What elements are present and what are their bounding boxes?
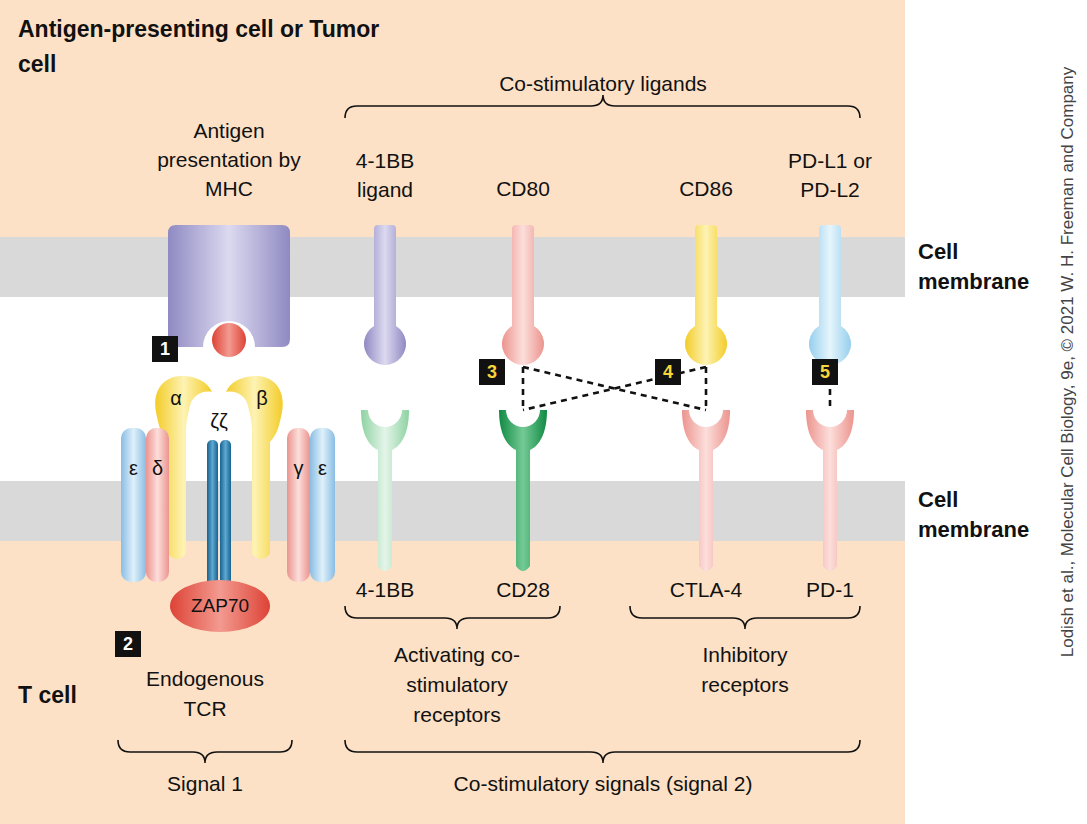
kinase-label: ZAP70 <box>170 593 270 619</box>
kinase-ellipse: ZAP70 <box>170 580 270 632</box>
kinase-shape <box>170 580 270 632</box>
receptor-molecule-outline <box>360 410 410 574</box>
cell-title: Antigen-presenting cell or Tumor cell <box>18 12 393 82</box>
receptor-molecule: CTLA-4 <box>681 410 731 574</box>
callout-number: 1 <box>152 336 178 362</box>
ligand-molecule: CD86 <box>684 225 728 367</box>
cd3-chain: γ <box>287 428 310 582</box>
chain-label: α <box>164 386 188 410</box>
cell-region: Antigen-presenting cell or Tumor cell <box>0 0 905 237</box>
molecule-label: Antigen presentation by MHC <box>154 116 304 203</box>
group-label: Inhibitory receptors <box>685 640 805 700</box>
chain-shape <box>146 428 169 582</box>
ligand-molecule-outline <box>684 225 728 367</box>
molecule-label: PD-L1 or PD-L2 <box>770 146 890 204</box>
chain-label: δ <box>146 456 169 480</box>
peptide-circle <box>212 323 246 357</box>
ligand-molecule: 4-1BB ligand <box>363 225 407 367</box>
callout-number: 2 <box>115 631 141 657</box>
curly-bracket <box>345 95 860 118</box>
cd3-chain-outline <box>146 428 169 582</box>
molecule-label: CTLA-4 <box>646 577 766 603</box>
receptor-molecule-outline <box>681 410 731 574</box>
receptor-molecule-outline <box>805 410 855 574</box>
group-label: Activating co-stimulatory receptors <box>377 640 537 730</box>
chain-label: ζζ <box>199 409 239 433</box>
callout-number: 5 <box>812 359 838 385</box>
tcr-chain-outline <box>224 372 286 562</box>
chain-label: β <box>250 386 274 410</box>
cd3-chain-outline <box>287 428 310 582</box>
chain-label: γ <box>287 456 310 480</box>
mhc-molecule: Antigen presentation by MHC <box>168 225 290 347</box>
ligand-molecule-outline <box>363 225 407 367</box>
cd3-chain: ε <box>121 428 146 582</box>
callout-number: 4 <box>655 359 681 385</box>
group-label: Endogenous TCR <box>135 664 275 724</box>
membrane-label: Cell membrane <box>918 485 1048 545</box>
ligand-molecule-outline <box>808 225 852 367</box>
molecule-label: CD80 <box>463 174 583 203</box>
cell-membrane: Cell membrane <box>0 237 905 297</box>
copyright-note: Lodish et al., Molecular Cell Biology, 9… <box>1058 67 1078 658</box>
molecule-label: 4-1BB <box>325 577 445 603</box>
molecule-label: PD-1 <box>770 577 890 603</box>
chain-shape <box>207 440 218 600</box>
ligand-molecule: CD80 <box>501 225 545 367</box>
zeta-chain-outline <box>206 440 232 600</box>
cell-title: T cell <box>18 678 138 712</box>
binding-line <box>522 367 525 410</box>
cd3-chain-outline <box>310 428 335 582</box>
membrane-label: Cell membrane <box>918 237 1048 297</box>
binding-line <box>705 367 708 410</box>
curly-bracket <box>118 740 292 763</box>
group-label: Co-stimulatory ligands <box>453 69 753 98</box>
curly-bracket <box>345 740 860 763</box>
curly-bracket <box>345 606 560 629</box>
chain-shape <box>220 440 231 600</box>
receptor-molecule: CD28 <box>498 410 548 574</box>
curly-bracket <box>630 606 860 629</box>
receptor-molecule-outline <box>498 410 548 574</box>
receptor-molecule: 4-1BB <box>360 410 410 574</box>
zeta-chain: ζζ <box>206 440 232 600</box>
chain-shape <box>121 428 146 582</box>
molecule-label: CD86 <box>646 174 766 203</box>
cd3-chain-outline <box>121 428 146 582</box>
cd3-chain: δ <box>146 428 169 582</box>
ligand-molecule: PD-L1 or PD-L2 <box>808 225 852 367</box>
group-label: Signal 1 <box>135 769 275 798</box>
molecule-label: 4-1BB ligand <box>325 146 445 204</box>
mhc-molecule-outline <box>168 225 290 347</box>
chain-shape <box>310 428 335 582</box>
cd3-chain: ε <box>310 428 335 582</box>
chain-label: ε <box>121 456 146 480</box>
receptor-molecule: PD-1 <box>805 410 855 574</box>
tcr-chain: β <box>224 372 286 562</box>
group-label: Co-stimulatory signals (signal 2) <box>403 769 803 798</box>
callout-number: 3 <box>479 359 505 385</box>
chain-label: ε <box>310 456 335 480</box>
ligand-molecule-outline <box>501 225 545 367</box>
molecule-label: CD28 <box>463 577 583 603</box>
chain-shape <box>287 428 310 582</box>
